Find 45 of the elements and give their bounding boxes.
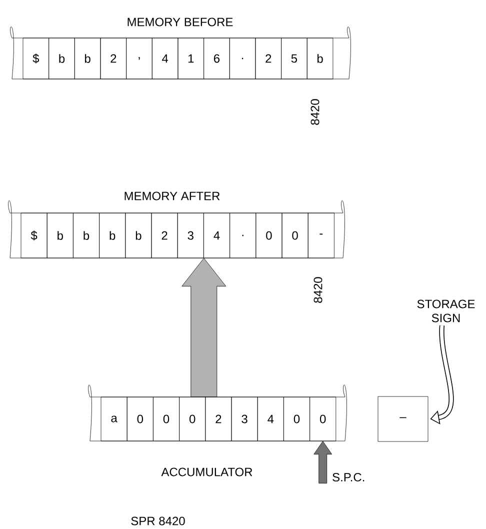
register-cell: 3: [177, 212, 204, 258]
register-cell: a: [100, 396, 128, 442]
register-cell: 2: [205, 396, 232, 442]
register-cell: $: [20, 212, 48, 258]
arrow: [314, 441, 332, 484]
register-cell: 0: [179, 396, 206, 442]
register-cell: 4: [257, 396, 284, 442]
code-label: 8420: [314, 277, 322, 303]
register-cell: 2: [255, 38, 282, 80]
register-cell: 4: [204, 212, 230, 258]
register-cell: 3: [231, 396, 258, 442]
register-cell: b: [73, 212, 100, 258]
register-cell: 0: [256, 212, 282, 258]
register-cell: $: [22, 38, 50, 80]
register-cell: 0: [126, 396, 154, 442]
register-cell: 0: [284, 396, 310, 442]
register-cell: b: [306, 38, 334, 80]
figure-number: SPR 8420: [131, 516, 185, 526]
register-cell: 2: [151, 212, 178, 258]
register-label: ACCUMULATOR: [161, 468, 252, 476]
register-cell: 0: [153, 396, 180, 442]
register-cell: b: [48, 38, 75, 80]
register-cell: b: [46, 212, 74, 258]
register-cell: 6: [204, 38, 230, 80]
arrow: [430, 325, 454, 424]
register-cell: b: [99, 212, 126, 258]
sign-box: –: [378, 396, 428, 442]
register-cell: 0: [282, 212, 308, 258]
register-cell: 4: [152, 38, 178, 80]
register-cell: 2: [100, 38, 127, 80]
register-label: MEMORY AFTER: [124, 192, 220, 200]
register-cell: b: [125, 212, 152, 258]
arrow: [182, 258, 226, 397]
register-cell: -: [308, 212, 334, 258]
code-label: 8420: [310, 99, 320, 125]
callout-text: STORAGE SIGN: [417, 300, 475, 322]
register-cell: 0: [310, 396, 336, 442]
register-cell: b: [74, 38, 101, 80]
register-label: MEMORY BEFORE: [128, 18, 233, 26]
register-cell: 1: [178, 38, 204, 80]
edge-label: S.P.C.: [332, 472, 364, 482]
register-cell: .: [230, 212, 256, 258]
register-cell: .: [229, 38, 256, 80]
register-cell: 5: [281, 38, 308, 80]
register-cell: ,: [126, 38, 152, 80]
